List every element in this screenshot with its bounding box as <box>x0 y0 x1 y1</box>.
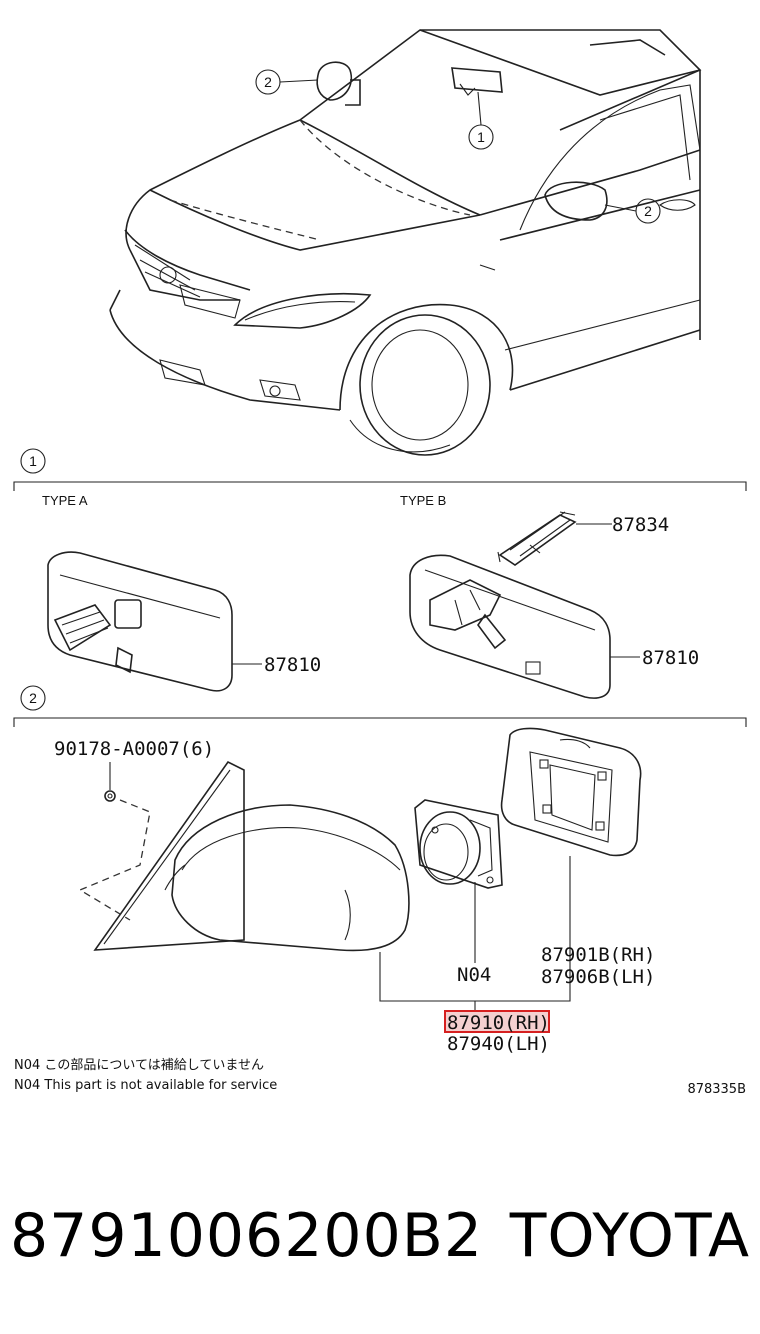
section-2-header: 2 <box>13 685 747 727</box>
section-1-header: 1 <box>13 448 747 491</box>
svg-text:2: 2 <box>264 74 272 90</box>
assembly-lh-part-number: 87940(LH) <box>447 1033 550 1055</box>
n04-label: N04 <box>457 964 491 986</box>
car-callout-2-left: 2 <box>255 69 319 95</box>
mirror-glass <box>500 727 642 857</box>
car-callout-1: 1 <box>468 91 494 150</box>
type-b-part-number: 87810 <box>642 647 699 669</box>
clip-part-number: 90178-A0007(6) <box>54 738 214 760</box>
svg-text:1: 1 <box>477 129 485 145</box>
svg-text:1: 1 <box>29 453 37 469</box>
note-japanese: N04 この部品については補給していません <box>14 1058 264 1073</box>
car-callout-2-right: 2 <box>604 198 661 224</box>
clip-nut <box>104 762 116 802</box>
note-english: N04 This part is not available for servi… <box>14 1078 277 1093</box>
footer-part-number: 8791006200B2 <box>10 1201 484 1271</box>
svg-text:2: 2 <box>644 203 652 219</box>
type-a-part-number: 87810 <box>264 654 321 676</box>
assembly-rh-part-number: 87910(RH) <box>447 1012 550 1034</box>
outer-mirror-assembly <box>78 760 410 952</box>
glass-rh-part-number: 87901B(RH) <box>541 944 655 966</box>
highlight-box <box>444 1010 550 1033</box>
diagram-id: 878335B <box>687 1082 746 1097</box>
svg-text:2: 2 <box>29 690 37 706</box>
footer-brand: TOYOTA <box>509 1201 750 1271</box>
rearview-mirror-type-a <box>47 551 233 692</box>
mirror-actuator <box>414 799 503 889</box>
bracket-part-number: 87834 <box>612 514 669 536</box>
rearview-mirror-type-b <box>409 554 611 699</box>
glass-lh-part-number: 87906B(LH) <box>541 966 655 988</box>
footer-caption: 8791006200B2 TOYOTA <box>10 1196 750 1276</box>
type-a-label: TYPE A <box>42 493 88 508</box>
mirror-bracket-87834 <box>497 511 577 566</box>
type-b-label: TYPE B <box>400 493 446 508</box>
car-illustration <box>109 29 702 456</box>
